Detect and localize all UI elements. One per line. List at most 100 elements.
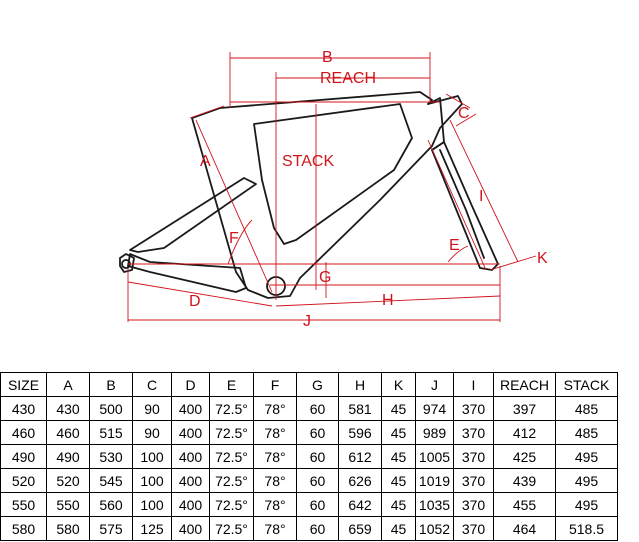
dim-tick-c (455, 113, 477, 127)
cell-stack: 485 (555, 420, 618, 445)
cell-g: 60 (296, 396, 339, 421)
bike-frame (119, 91, 499, 299)
cell-g: 60 (296, 444, 339, 469)
cell-h: 596 (338, 420, 382, 445)
header-size: SIZE (0, 372, 47, 397)
cell-c: 100 (132, 468, 172, 493)
cell-c: 100 (132, 492, 172, 517)
cell-i: 370 (453, 468, 494, 493)
label-b: B (322, 49, 333, 66)
label-e: E (449, 237, 460, 254)
cell-g: 60 (296, 420, 339, 445)
cell-d: 400 (171, 444, 210, 469)
cell-i: 370 (453, 396, 494, 421)
cell-f: 78° (253, 468, 297, 493)
geometry-table: SIZE A B C D E F G H K J I REACH STACK 4… (0, 372, 618, 541)
label-stack: STACK (282, 153, 334, 170)
cell-i: 370 (453, 444, 494, 469)
dim-line-e (427, 139, 487, 271)
cell-f: 78° (253, 492, 297, 517)
cell-reach: 425 (493, 444, 556, 469)
header-g: G (296, 372, 339, 397)
cell-i: 370 (453, 420, 494, 445)
frame-main-window (253, 103, 413, 245)
header-b: B (89, 372, 133, 397)
cell-b: 515 (89, 420, 133, 445)
cell-k: 45 (381, 468, 416, 493)
cell-c: 100 (132, 444, 172, 469)
cell-a: 490 (46, 444, 90, 469)
dim-line-a (195, 119, 273, 293)
cell-a: 550 (46, 492, 90, 517)
dim-line-c (445, 93, 471, 109)
cell-stack: 485 (555, 396, 618, 421)
table-header-row: SIZE A B C D E F G H K J I REACH STACK (0, 372, 618, 397)
frame-geometry-diagram: B REACH STACK A C I F E K G D H J (119, 49, 548, 330)
cell-stack: 518.5 (555, 516, 618, 541)
header-k: K (381, 372, 416, 397)
cell-reach: 412 (493, 420, 556, 445)
dim-arc-e (447, 245, 469, 263)
cell-a: 430 (46, 396, 90, 421)
dim-line-d (127, 281, 273, 307)
label-k: K (537, 250, 548, 267)
cell-reach: 397 (493, 396, 556, 421)
header-j: J (415, 372, 454, 397)
dim-line-h (275, 295, 501, 307)
frame-chain-stay (127, 253, 247, 293)
header-a: A (46, 372, 90, 397)
label-c: C (458, 105, 470, 122)
cell-i: 370 (453, 492, 494, 517)
cell-size: 460 (0, 420, 47, 445)
header-d: D (171, 372, 210, 397)
cell-reach: 439 (493, 468, 556, 493)
cell-h: 659 (338, 516, 382, 541)
label-j: J (303, 313, 311, 330)
header-reach: REACH (493, 372, 556, 397)
cell-b: 575 (89, 516, 133, 541)
header-e: E (209, 372, 254, 397)
cell-d: 400 (171, 492, 210, 517)
cell-k: 45 (381, 516, 416, 541)
cell-f: 78° (253, 420, 297, 445)
cell-h: 626 (338, 468, 382, 493)
cell-g: 60 (296, 516, 339, 541)
cell-stack: 495 (555, 492, 618, 517)
cell-e: 72.5° (209, 444, 254, 469)
label-g: G (319, 269, 331, 286)
cell-f: 78° (253, 444, 297, 469)
dim-arc-f (227, 219, 253, 265)
header-h: H (338, 372, 382, 397)
cell-j: 989 (415, 420, 454, 445)
cell-stack: 495 (555, 444, 618, 469)
cell-g: 60 (296, 492, 339, 517)
cell-g: 60 (296, 468, 339, 493)
cell-e: 72.5° (209, 516, 254, 541)
cell-size: 430 (0, 396, 47, 421)
cell-i: 370 (453, 516, 494, 541)
label-a: A (200, 153, 211, 170)
cell-a: 520 (46, 468, 90, 493)
header-c: C (132, 372, 172, 397)
cell-k: 45 (381, 420, 416, 445)
cell-b: 545 (89, 468, 133, 493)
cell-size: 490 (0, 444, 47, 469)
cell-k: 45 (381, 492, 416, 517)
fork-inner (439, 149, 485, 259)
cell-d: 400 (171, 516, 210, 541)
cell-size: 550 (0, 492, 47, 517)
header-f: F (253, 372, 297, 397)
cell-reach: 464 (493, 516, 556, 541)
cell-size: 580 (0, 516, 47, 541)
cell-f: 78° (253, 396, 297, 421)
cell-j: 974 (415, 396, 454, 421)
cell-c: 90 (132, 420, 172, 445)
frame-outer (191, 91, 463, 299)
cell-b: 500 (89, 396, 133, 421)
